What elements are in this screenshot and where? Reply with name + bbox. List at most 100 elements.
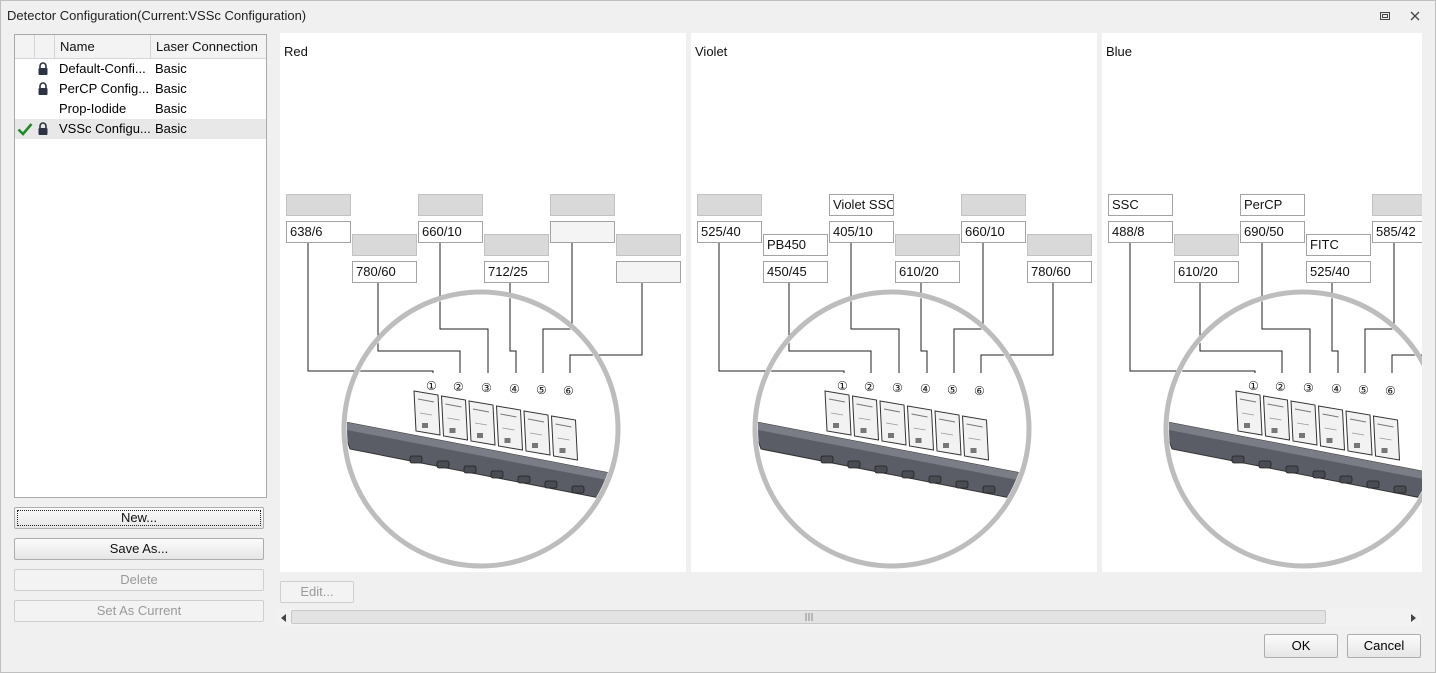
config-laser: Basic bbox=[155, 101, 187, 116]
filter-box-3[interactable]: 405/10 bbox=[829, 221, 894, 243]
fluor-box-5[interactable] bbox=[1372, 194, 1422, 216]
detector-number-label: ③ bbox=[1303, 381, 1314, 395]
config-row[interactable]: PerCP Config... Basic bbox=[15, 79, 266, 99]
detector-number-label: ⑥ bbox=[974, 384, 985, 398]
config-laser: Basic bbox=[155, 61, 187, 76]
detector-module bbox=[468, 400, 496, 446]
detector-module bbox=[1235, 390, 1263, 436]
fluor-box-5[interactable] bbox=[550, 194, 615, 216]
new-button[interactable]: New... bbox=[14, 507, 264, 529]
config-row[interactable]: Prop-Iodide Basic bbox=[15, 99, 266, 119]
detector-module bbox=[906, 405, 935, 451]
lock-icon bbox=[37, 79, 55, 99]
filter-box-5[interactable]: 660/10 bbox=[961, 221, 1026, 243]
detector-number-label: ⑤ bbox=[536, 383, 547, 397]
filter-box-1[interactable]: 488/8 bbox=[1108, 221, 1173, 243]
header-laser-connection[interactable]: Laser Connection bbox=[156, 39, 258, 54]
set-as-current-button[interactable]: Set As Current bbox=[14, 600, 264, 622]
ok-button[interactable]: OK bbox=[1264, 634, 1338, 658]
filter-box-3[interactable]: 690/50 bbox=[1240, 221, 1305, 243]
detector-number-label: ④ bbox=[509, 382, 520, 396]
filter-box-6[interactable] bbox=[616, 261, 681, 283]
close-icon[interactable] bbox=[1406, 7, 1424, 25]
title-bar: Detector Configuration(Current:VSSc Conf… bbox=[0, 0, 1436, 32]
detector-module bbox=[1372, 415, 1401, 461]
restore-icon[interactable] bbox=[1376, 7, 1394, 25]
filter-box-4[interactable]: 712/25 bbox=[484, 261, 549, 283]
filter-box-1[interactable]: 525/40 bbox=[697, 221, 762, 243]
fluor-box-3[interactable]: PerCP bbox=[1240, 194, 1305, 216]
fluor-box-2[interactable] bbox=[1174, 234, 1239, 256]
detector-number-label: ① bbox=[1248, 379, 1259, 393]
fluor-box-3[interactable]: Violet SSC bbox=[829, 194, 894, 216]
detector-module bbox=[440, 395, 469, 441]
scroll-left-icon[interactable] bbox=[276, 609, 292, 626]
save-as-button[interactable]: Save As... bbox=[14, 538, 264, 560]
fluor-box-2[interactable]: PB450 bbox=[763, 234, 828, 256]
filter-box-2[interactable]: 780/60 bbox=[352, 261, 417, 283]
detector-number-label: ① bbox=[426, 379, 437, 393]
fluor-box-4[interactable] bbox=[895, 234, 960, 256]
detector-number-label: ③ bbox=[892, 381, 903, 395]
horizontal-scrollbar[interactable] bbox=[276, 609, 1421, 626]
detector-module bbox=[879, 400, 907, 446]
panel-label: Blue bbox=[1106, 44, 1133, 59]
delete-button[interactable]: Delete bbox=[14, 569, 264, 591]
config-laser: Basic bbox=[155, 121, 187, 136]
header-lock-column bbox=[35, 35, 55, 58]
fluor-box-1[interactable]: SSC bbox=[1108, 194, 1173, 216]
lock-icon bbox=[37, 59, 55, 79]
detector-number-label: ⑥ bbox=[563, 384, 574, 398]
filter-box-2[interactable]: 450/45 bbox=[763, 261, 828, 283]
detector-number-label: ④ bbox=[920, 382, 931, 396]
panel-label: Red bbox=[284, 44, 308, 59]
filter-box-4[interactable]: 610/20 bbox=[895, 261, 960, 283]
detector-module bbox=[1262, 395, 1291, 441]
detector-module bbox=[495, 405, 524, 451]
config-name: Default-Confi... bbox=[59, 61, 146, 76]
configuration-list[interactable]: Name Laser Connection Default-Confi... B… bbox=[14, 34, 267, 498]
checkmark-icon bbox=[17, 119, 35, 139]
scrollbar-thumb[interactable] bbox=[291, 610, 1326, 624]
detector-module bbox=[550, 415, 579, 461]
fluor-box-3[interactable] bbox=[418, 194, 483, 216]
laser-panel-red: Red ① ② ③ ④ ⑤ ⑥ 638/6 780/60 660/10 712/25 bbox=[280, 33, 686, 572]
detector-module bbox=[1317, 405, 1346, 451]
filter-box-6[interactable]: 780/60 bbox=[1027, 261, 1092, 283]
filter-box-1[interactable]: 638/6 bbox=[286, 221, 351, 243]
detector-number-label: ① bbox=[837, 379, 848, 393]
list-header: Name Laser Connection bbox=[15, 35, 266, 59]
fluor-box-6[interactable] bbox=[1027, 234, 1092, 256]
edit-button[interactable]: Edit... bbox=[280, 581, 354, 603]
filter-box-3[interactable]: 660/10 bbox=[418, 221, 483, 243]
detector-number-label: ⑤ bbox=[1358, 383, 1369, 397]
fluor-box-5[interactable] bbox=[961, 194, 1026, 216]
config-name: Prop-Iodide bbox=[59, 101, 127, 116]
detector-number-label: ② bbox=[1275, 380, 1286, 394]
fluor-box-6[interactable] bbox=[616, 234, 681, 256]
config-row[interactable]: Default-Confi... Basic bbox=[15, 59, 266, 79]
filter-box-4[interactable]: 525/40 bbox=[1306, 261, 1371, 283]
cancel-button[interactable]: Cancel bbox=[1347, 634, 1421, 658]
detector-array-diagram: ① ② ③ ④ ⑤ ⑥ bbox=[307, 243, 643, 569]
config-row-selected[interactable]: VSSc Configu... Basic bbox=[15, 119, 266, 139]
filter-box-5[interactable]: 585/42 bbox=[1372, 221, 1422, 243]
filter-box-2[interactable]: 610/20 bbox=[1174, 261, 1239, 283]
scroll-right-icon[interactable] bbox=[1405, 609, 1421, 626]
detector-module bbox=[413, 390, 441, 436]
fluor-box-1[interactable] bbox=[286, 194, 351, 216]
fluor-box-2[interactable] bbox=[352, 234, 417, 256]
fluor-box-4[interactable] bbox=[484, 234, 549, 256]
detector-module bbox=[934, 410, 962, 456]
detector-module bbox=[523, 410, 551, 456]
filter-box-5[interactable] bbox=[550, 221, 615, 243]
fluor-box-4[interactable]: FITC bbox=[1306, 234, 1371, 256]
detector-number-label: ③ bbox=[481, 381, 492, 395]
detector-number-label: ② bbox=[453, 380, 464, 394]
detector-module bbox=[1345, 410, 1373, 456]
fluor-box-1[interactable] bbox=[697, 194, 762, 216]
header-name[interactable]: Name bbox=[55, 35, 151, 58]
